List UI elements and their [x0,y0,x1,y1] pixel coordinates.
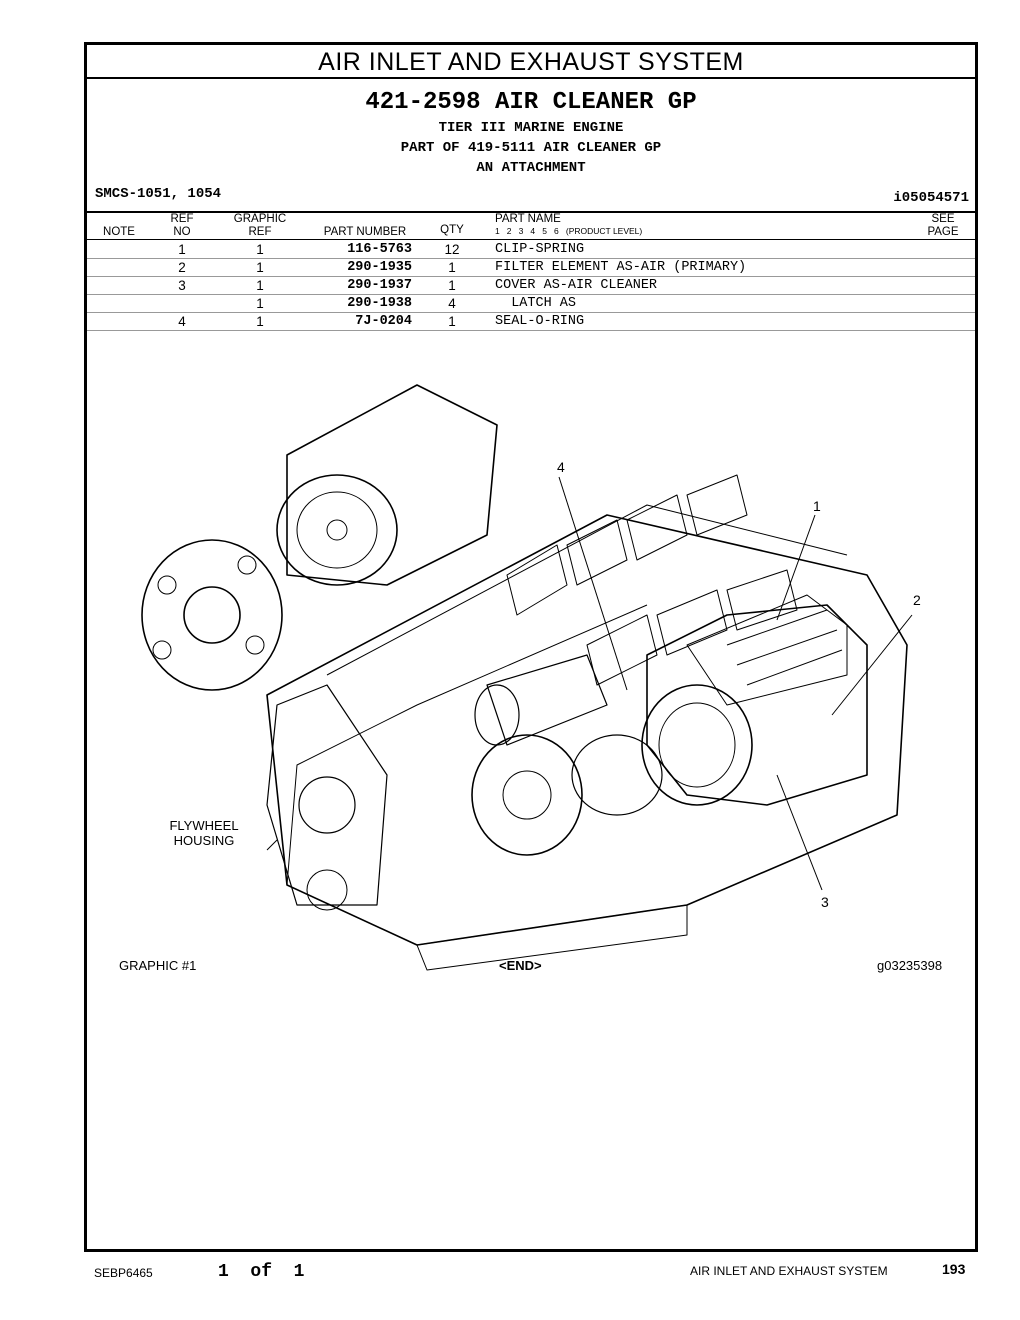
row-graphic-ref: 1 [256,278,264,293]
row-part-name: FILTER ELEMENT AS-AIR (PRIMARY) [495,260,747,275]
end-label: <END> [499,958,542,973]
table-row: 2 1 290-1935 1 FILTER ELEMENT AS-AIR (PR… [87,259,975,277]
col-see-top: SEE [931,213,955,225]
col-ref-bottom: NO [173,226,191,238]
col-note: NOTE [103,226,135,238]
callout-4: 4 [557,459,565,475]
row-ref: 3 [178,278,186,293]
col-part-name: PART NAME [495,213,561,225]
row-part-name: COVER AS-AIR CLEANER [495,278,658,293]
page-number: 193 [942,1261,966,1277]
table-row: 1 1 116-5763 12 CLIP-SPRING [87,241,975,259]
group-subtitle-2: PART OF 419-5111 AIR CLEANER GP [400,140,662,156]
row-qty: 12 [444,242,460,257]
smcs-code: SMCS-1051, 1054 [95,186,222,202]
row-part-number: 290-1938 [347,296,412,311]
system-title: AIR INLET AND EXHAUST SYSTEM [87,45,975,79]
table-header-rule [87,239,975,240]
row-part-number: 7J-0204 [355,314,412,329]
document-id: SEBP6465 [94,1266,153,1280]
row-part-number: 290-1937 [347,278,412,293]
graphic-id: g03235398 [877,958,943,973]
row-part-name: LATCH AS [495,296,577,311]
col-product-level: 1 2 3 4 5 6 (PRODUCT LEVEL) [495,226,643,236]
page-frame: AIR INLET AND EXHAUST SYSTEM 421-2598 AI… [84,42,978,1252]
row-graphic-ref: 1 [256,296,264,311]
callout-1: 1 [813,498,821,514]
flywheel-label-line-1: FLYWHEEL [169,818,239,833]
row-graphic-ref: 1 [256,242,264,257]
row-qty: 1 [448,314,456,329]
row-part-name: SEAL-O-RING [495,314,585,329]
row-ref: 1 [178,242,186,257]
row-ref: 2 [178,260,186,275]
col-graphic-bottom: REF [248,226,272,238]
group-subtitle-1: TIER III MARINE ENGINE [438,120,624,136]
group-title: 421-2598 AIR CLEANER GP [365,89,697,116]
row-part-number: 290-1935 [347,260,412,275]
col-part-number: PART NUMBER [323,226,407,238]
group-subtitle-3: AN ATTACHMENT [476,160,586,176]
callout-3: 3 [821,894,829,910]
col-qty: QTY [440,224,464,236]
illustration-id: i05054571 [893,190,969,206]
col-graphic-top: GRAPHIC [233,213,287,225]
engine-illustration: 4 1 2 3 [141,384,921,971]
row-graphic-ref: 1 [256,260,264,275]
col-see-bottom: PAGE [927,226,959,238]
row-qty: 4 [448,296,456,311]
row-qty: 1 [448,278,456,293]
row-ref: 4 [178,314,186,329]
row-qty: 1 [448,260,456,275]
table-row: 1 290-1938 4 LATCH AS [87,295,975,313]
row-part-name: CLIP-SPRING [495,242,585,257]
col-ref-top: REF [170,213,194,225]
table-row: 3 1 290-1937 1 COVER AS-AIR CLEANER [87,277,975,295]
graphic-label: GRAPHIC #1 [119,958,197,973]
row-graphic-ref: 1 [256,314,264,329]
table-row: 4 1 7J-0204 1 SEAL-O-RING [87,313,975,331]
row-part-number: 116-5763 [347,242,412,257]
header-rule [87,211,975,213]
page-of: 1 of 1 [218,1262,305,1282]
flywheel-label-line-2: HOUSING [173,833,235,848]
footer-section: AIR INLET AND EXHAUST SYSTEM [690,1264,888,1278]
callout-2: 2 [913,592,921,608]
